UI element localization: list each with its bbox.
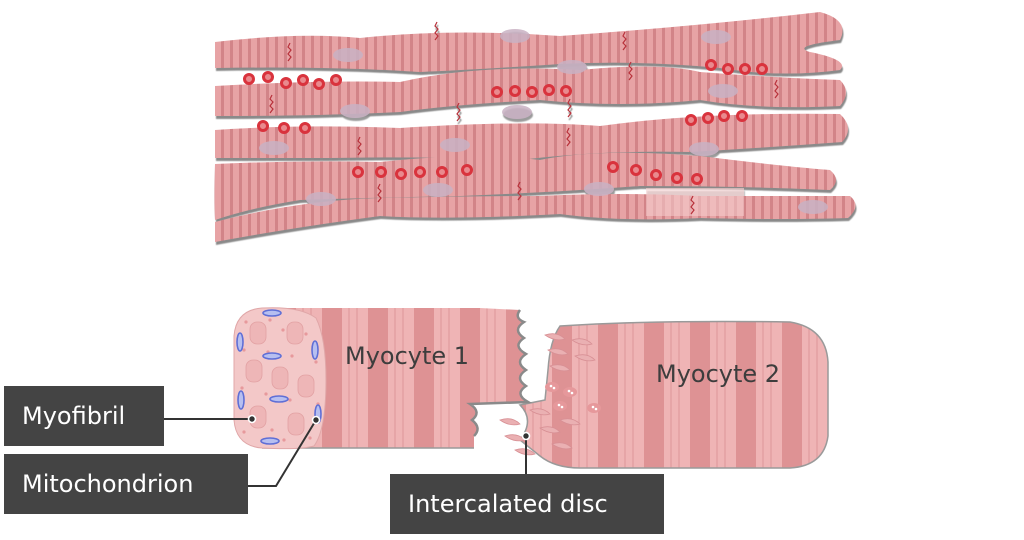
myofibril bbox=[249, 321, 267, 345]
red-blood-cell bbox=[491, 86, 503, 98]
leader-mitochondrion bbox=[248, 419, 317, 487]
disc-zigzag bbox=[628, 61, 633, 81]
myofibril bbox=[245, 359, 263, 383]
disc-zigzag bbox=[269, 94, 274, 114]
mitochondrion bbox=[236, 332, 244, 352]
cardiac-tissue-illustration bbox=[214, 12, 856, 242]
nucleus bbox=[423, 183, 453, 197]
red-blood-cell bbox=[278, 122, 290, 134]
disc-zigzag bbox=[357, 136, 362, 156]
red-blood-cell bbox=[543, 84, 555, 96]
red-blood-cell bbox=[395, 168, 407, 180]
red-blood-cell bbox=[262, 71, 274, 83]
myofibril-pointer-dot bbox=[247, 414, 257, 424]
leader-lines bbox=[164, 418, 527, 487]
myocyte-detail bbox=[233, 307, 829, 469]
red-blood-cell bbox=[671, 172, 683, 184]
red-blood-cell bbox=[280, 77, 292, 89]
red-blood-cell bbox=[414, 166, 426, 178]
myocyte-1-disc-edge bbox=[466, 309, 533, 437]
highlighted-cell-segment bbox=[646, 188, 744, 216]
intercalated-disc-label: Intercalated disc bbox=[390, 474, 664, 534]
red-blood-cell bbox=[352, 166, 364, 178]
myofibril bbox=[286, 321, 304, 345]
nucleus bbox=[306, 192, 336, 206]
red-blood-cell bbox=[630, 164, 642, 176]
red-blood-cell bbox=[739, 63, 751, 75]
mitochondrion bbox=[262, 352, 282, 360]
mitochondrion-pointer-dot bbox=[311, 415, 321, 425]
intercalated-disc-projections bbox=[499, 333, 596, 456]
red-blood-cell bbox=[702, 112, 714, 124]
mitochondria bbox=[236, 309, 322, 445]
red-blood-cell bbox=[722, 63, 734, 75]
muscle-fiber bbox=[214, 152, 836, 220]
myocyte-2-label: Myocyte 2 bbox=[656, 360, 781, 388]
red-blood-cell bbox=[375, 166, 387, 178]
disc-zigzag bbox=[456, 102, 461, 122]
muscle-fiber bbox=[215, 12, 843, 74]
myocyte-1-label: Myocyte 1 bbox=[345, 342, 470, 370]
nucleus bbox=[440, 138, 470, 152]
disc-zigzag bbox=[377, 183, 382, 203]
myocyte-2-body bbox=[518, 320, 829, 469]
red-blood-cell bbox=[718, 110, 730, 122]
mitochondrion bbox=[262, 309, 282, 317]
disc-zigzag bbox=[567, 98, 572, 118]
muscle-fiber bbox=[215, 113, 849, 160]
red-blood-cell bbox=[299, 122, 311, 134]
nucleus bbox=[259, 141, 289, 155]
leader-endpoints bbox=[247, 414, 531, 441]
intercalated-disc-pointer-dot bbox=[521, 431, 531, 441]
mitochondrion bbox=[269, 395, 289, 403]
nucleus bbox=[689, 142, 719, 156]
myofibril-label: Myofibril bbox=[4, 386, 164, 446]
disc-zigzag bbox=[774, 79, 779, 99]
mitochondrion-label: Mitochondrion bbox=[4, 454, 248, 514]
red-blood-cell bbox=[650, 169, 662, 181]
disc-zigzag bbox=[517, 181, 522, 201]
disc-zigzag bbox=[566, 127, 571, 147]
nucleus bbox=[500, 29, 530, 43]
red-blood-cell bbox=[685, 114, 697, 126]
red-blood-cell bbox=[461, 164, 473, 176]
nucleus bbox=[584, 182, 614, 196]
myofibril bbox=[297, 374, 315, 398]
nucleus bbox=[502, 105, 532, 119]
red-blood-cell bbox=[736, 110, 748, 122]
disc-zigzag bbox=[690, 195, 695, 215]
mitochondrion bbox=[260, 437, 280, 445]
nuclei bbox=[259, 29, 828, 214]
red-blood-cell bbox=[257, 120, 269, 132]
nucleus bbox=[557, 60, 587, 74]
red-blood-cell bbox=[509, 85, 521, 97]
disc-zigzag bbox=[434, 21, 439, 41]
red-blood-cell bbox=[436, 166, 448, 178]
red-blood-cells bbox=[243, 59, 768, 185]
red-blood-cell bbox=[607, 161, 619, 173]
red-blood-cell bbox=[313, 78, 325, 90]
red-blood-cell bbox=[243, 73, 255, 85]
red-blood-cell bbox=[526, 86, 538, 98]
myofibril bbox=[287, 412, 305, 436]
nucleus bbox=[798, 200, 828, 214]
red-blood-cell bbox=[330, 74, 342, 86]
intercalated-discs-top bbox=[269, 21, 779, 215]
red-blood-cell bbox=[756, 63, 768, 75]
mitochondrion bbox=[311, 340, 319, 360]
nucleus bbox=[701, 30, 731, 44]
disc-zigzag bbox=[287, 42, 292, 62]
mitochondrion bbox=[237, 390, 245, 410]
nucleus bbox=[708, 84, 738, 98]
myofibril bbox=[271, 366, 289, 390]
red-blood-cell bbox=[705, 59, 717, 71]
nucleus bbox=[340, 104, 370, 118]
red-blood-cell bbox=[691, 173, 703, 185]
disc-zigzag bbox=[622, 31, 627, 51]
red-blood-cell bbox=[560, 85, 572, 97]
red-blood-cell bbox=[297, 74, 309, 86]
nucleus bbox=[333, 48, 363, 62]
disc-myofibril-cross-sections bbox=[545, 382, 601, 413]
